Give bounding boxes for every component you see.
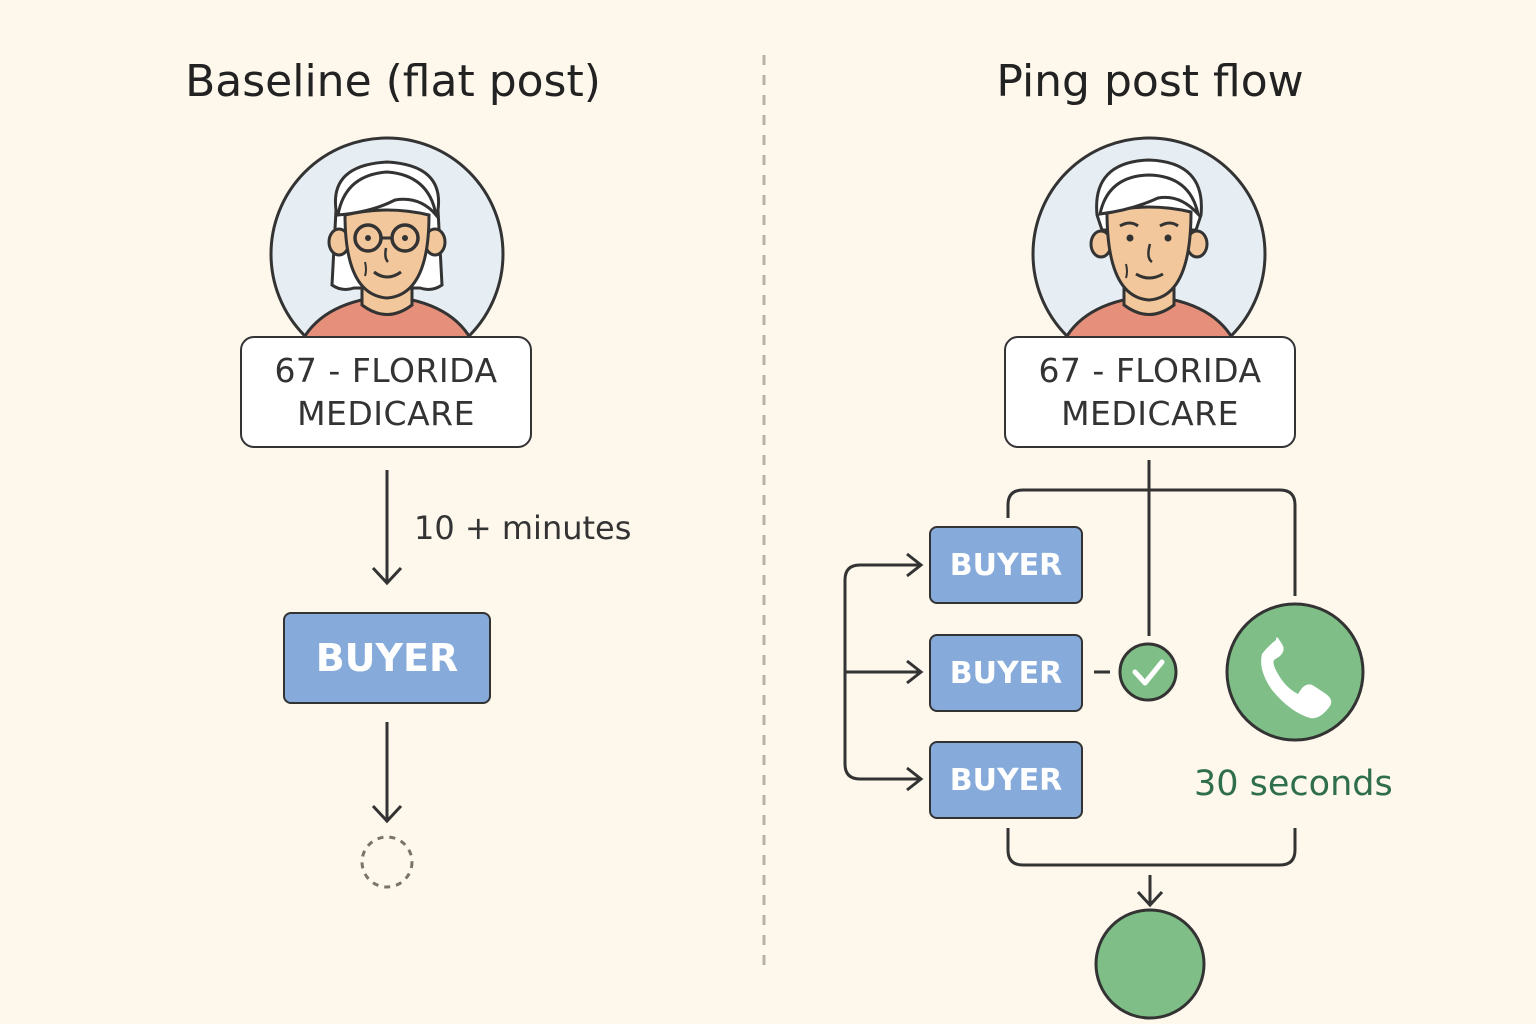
lead-info-line2: MEDICARE <box>297 394 475 433</box>
lead-info-line1: 67 - FLORIDA <box>1038 351 1262 390</box>
delay-arrow <box>371 470 403 586</box>
pingpost-buyer-box: BUYER <box>929 634 1083 712</box>
baseline-lead-card: 67 - FLORIDA MEDICARE <box>240 336 532 448</box>
phone-icon <box>1225 602 1365 742</box>
time-label: 30 seconds <box>1194 764 1393 804</box>
delay-label: 10 + minutes <box>414 509 632 547</box>
outcome-arrow <box>371 722 403 824</box>
checkmark-icon <box>1118 642 1178 702</box>
pingpost-title: Ping post flow <box>996 56 1304 107</box>
lead-info-line1: 67 - FLORIDA <box>274 351 498 390</box>
distribution-lines <box>843 460 1297 908</box>
baseline-title: Baseline (flat post) <box>185 56 601 107</box>
pingpost-buyer-box: BUYER <box>929 526 1083 604</box>
no-connection-circle <box>360 835 414 889</box>
lead-info-line2: MEDICARE <box>1061 394 1239 433</box>
connected-circle <box>1094 908 1206 1020</box>
pingpost-buyer-box: BUYER <box>929 741 1083 819</box>
pingpost-lead-card: 67 - FLORIDA MEDICARE <box>1004 336 1296 448</box>
senior-avatar-icon <box>1031 136 1267 372</box>
baseline-buyer-box: BUYER <box>283 612 491 704</box>
